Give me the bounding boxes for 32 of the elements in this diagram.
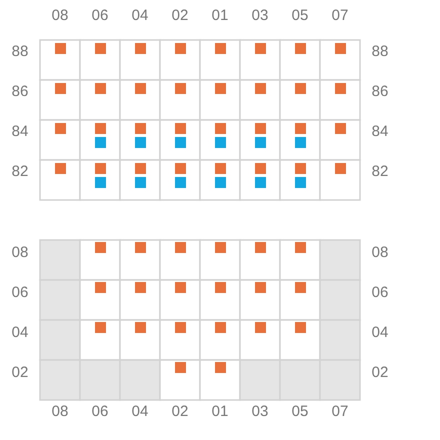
row-label: 08 bbox=[370, 244, 390, 262]
row-label: 82 bbox=[10, 163, 30, 181]
column-label: 01 bbox=[210, 403, 230, 421]
row-label: 88 bbox=[370, 43, 390, 61]
row-label: 02 bbox=[10, 364, 30, 382]
column-label: 04 bbox=[130, 7, 150, 25]
column-label: 06 bbox=[90, 7, 110, 25]
column-label: 08 bbox=[50, 7, 70, 25]
row-label: 06 bbox=[10, 284, 30, 302]
row-label: 84 bbox=[10, 123, 30, 141]
row-label: 86 bbox=[10, 83, 30, 101]
row-label: 86 bbox=[370, 83, 390, 101]
column-label: 05 bbox=[290, 403, 310, 421]
row-label: 88 bbox=[10, 43, 30, 61]
column-label: 03 bbox=[250, 7, 270, 25]
row-label: 82 bbox=[370, 163, 390, 181]
row-label: 84 bbox=[370, 123, 390, 141]
column-label: 01 bbox=[210, 7, 230, 25]
column-label: 07 bbox=[330, 7, 350, 25]
row-label: 02 bbox=[370, 364, 390, 382]
column-label: 03 bbox=[250, 403, 270, 421]
column-label: 02 bbox=[170, 403, 190, 421]
row-label: 06 bbox=[370, 284, 390, 302]
column-label: 07 bbox=[330, 403, 350, 421]
row-label: 04 bbox=[370, 324, 390, 342]
row-label: 04 bbox=[10, 324, 30, 342]
column-label: 05 bbox=[290, 7, 310, 25]
column-label: 08 bbox=[50, 403, 70, 421]
column-label: 02 bbox=[170, 7, 190, 25]
column-label: 04 bbox=[130, 403, 150, 421]
column-label: 06 bbox=[90, 403, 110, 421]
row-label: 08 bbox=[10, 244, 30, 262]
